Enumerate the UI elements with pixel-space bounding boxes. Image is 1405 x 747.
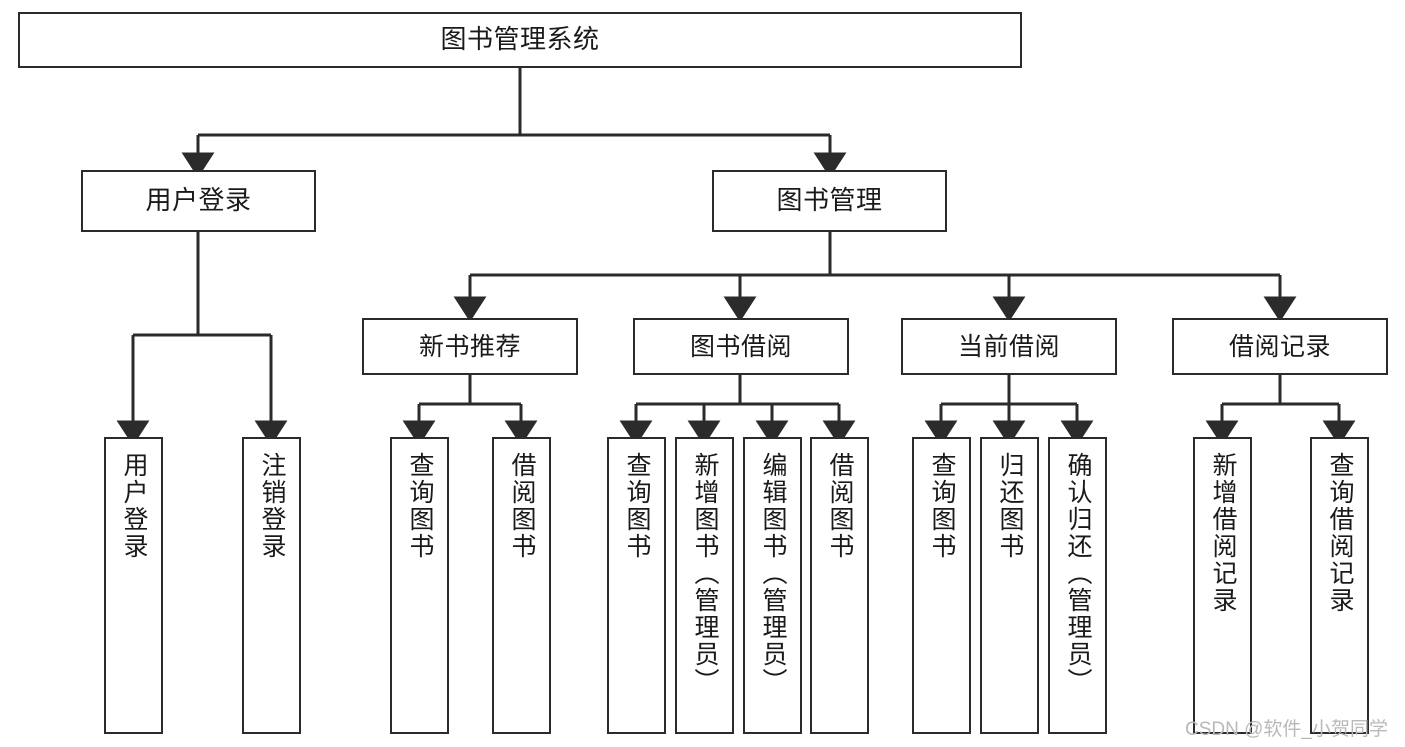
node-leaf-logout-label: 注销登录	[258, 452, 286, 560]
node-leaf-return-book[interactable]: 归还图书	[980, 437, 1039, 734]
node-leaf-logout[interactable]: 注销登录	[242, 437, 301, 734]
node-leaf-query-record-label: 查询借阅记录	[1326, 452, 1354, 614]
node-leaf-query-book-1[interactable]: 查询图书	[390, 437, 449, 734]
node-leaf-query-record[interactable]: 查询借阅记录	[1310, 437, 1369, 734]
node-leaf-query-book-3[interactable]: 查询图书	[912, 437, 971, 734]
node-book-manage[interactable]: 图书管理	[712, 170, 947, 232]
node-leaf-edit-book-label: 编辑图书（管理员）	[759, 452, 787, 695]
node-leaf-add-record-label: 新增借阅记录	[1209, 452, 1237, 614]
node-book-borrow-label: 图书借阅	[689, 332, 792, 361]
node-user-login[interactable]: 用户登录	[81, 170, 316, 232]
node-leaf-borrow-book-2-label: 借阅图书	[826, 452, 854, 560]
node-book-manage-label: 图书管理	[776, 185, 883, 216]
node-leaf-add-record[interactable]: 新增借阅记录	[1193, 437, 1252, 734]
node-root-label: 图书管理系统	[440, 24, 600, 55]
node-root[interactable]: 图书管理系统	[18, 12, 1022, 68]
node-leaf-query-book-3-label: 查询图书	[928, 452, 956, 560]
node-leaf-add-book[interactable]: 新增图书（管理员）	[675, 437, 734, 734]
node-leaf-borrow-book-2[interactable]: 借阅图书	[810, 437, 869, 734]
node-leaf-query-book-1-label: 查询图书	[406, 452, 434, 560]
node-leaf-add-book-label: 新增图书（管理员）	[691, 452, 719, 695]
node-leaf-borrow-book-1[interactable]: 借阅图书	[492, 437, 551, 734]
node-leaf-query-book-2[interactable]: 查询图书	[607, 437, 666, 734]
node-leaf-edit-book[interactable]: 编辑图书（管理员）	[743, 437, 802, 734]
node-leaf-query-book-2-label: 查询图书	[623, 452, 651, 560]
node-current-borrow-label: 当前借阅	[957, 332, 1060, 361]
node-leaf-confirm-return-label: 确认归还（管理员）	[1064, 452, 1092, 695]
csdn-watermark: CSDN @软件_小贺同学	[1185, 719, 1388, 740]
node-borrow-record-label: 借阅记录	[1228, 332, 1331, 361]
node-new-book-rec-label: 新书推荐	[418, 332, 521, 361]
node-leaf-confirm-return[interactable]: 确认归还（管理员）	[1048, 437, 1107, 734]
node-book-borrow[interactable]: 图书借阅	[633, 318, 849, 375]
node-borrow-record[interactable]: 借阅记录	[1172, 318, 1388, 375]
node-leaf-return-book-label: 归还图书	[996, 452, 1024, 560]
node-leaf-user-login-label: 用户登录	[120, 452, 148, 560]
node-current-borrow[interactable]: 当前借阅	[901, 318, 1117, 375]
node-leaf-borrow-book-1-label: 借阅图书	[508, 452, 536, 560]
node-leaf-user-login[interactable]: 用户登录	[104, 437, 163, 734]
node-new-book-rec[interactable]: 新书推荐	[362, 318, 578, 375]
node-user-login-label: 用户登录	[145, 185, 252, 216]
